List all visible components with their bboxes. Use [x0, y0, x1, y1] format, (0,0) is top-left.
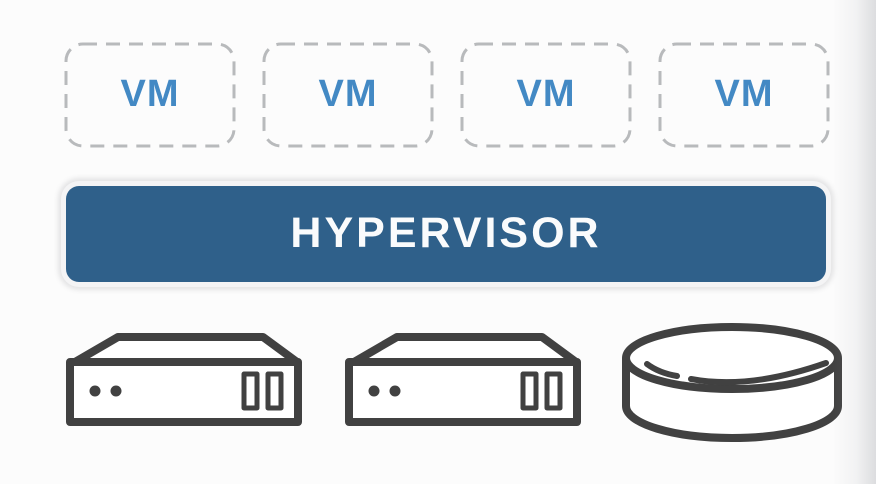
- server-led-dot: [389, 385, 401, 397]
- server-led-dot: [368, 385, 380, 397]
- vm-box: VM: [658, 42, 830, 148]
- server-led-dot: [110, 385, 122, 397]
- server-slot: [544, 371, 563, 411]
- dashed-border: [64, 42, 236, 148]
- vm-label: VM: [714, 72, 774, 115]
- server-slot: [265, 371, 284, 411]
- server-slot: [520, 371, 539, 411]
- vm-box: VM: [262, 42, 434, 148]
- vm-box: VM: [460, 42, 632, 148]
- dashed-border: [460, 42, 632, 148]
- vm-label: VM: [516, 72, 576, 115]
- server-icon: [66, 333, 302, 426]
- vm-label: VM: [318, 72, 378, 115]
- disk-icon: [622, 323, 842, 442]
- disk-rim-line: [688, 360, 829, 386]
- server-led-dot: [89, 385, 101, 397]
- server-icon: [345, 333, 581, 426]
- hypervisor-bar: HYPERVISOR: [66, 186, 826, 282]
- vm-box: VM: [64, 42, 236, 148]
- dashed-border: [262, 42, 434, 148]
- hypervisor-label: HYPERVISOR: [290, 208, 602, 257]
- dashed-border: [658, 42, 830, 148]
- vm-label: VM: [120, 72, 180, 115]
- disk-rim-line: [644, 361, 680, 379]
- server-slot: [241, 371, 260, 411]
